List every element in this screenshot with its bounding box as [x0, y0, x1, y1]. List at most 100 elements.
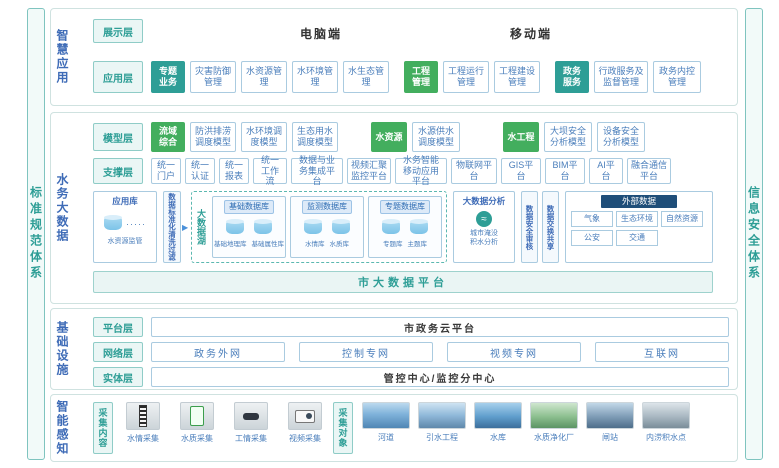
app-store-body: ·····	[94, 215, 156, 230]
network-row: 政务外网 控制专网 视频专网 互联网	[151, 342, 729, 362]
lake-caption: 主题库	[407, 241, 428, 248]
sensor-video: 视频采集	[283, 402, 327, 444]
collect-objects-label: 采集对象	[333, 402, 353, 454]
sensor-water-level: 水情采集	[121, 402, 165, 444]
section-smart-app: 智慧应用 展示层 电脑端 移动端 应用层 专题业务 灾害防御管理 水资源管理 水…	[50, 8, 738, 106]
external-data-title: 外部数据	[601, 195, 677, 208]
external-item: 公安	[571, 230, 613, 246]
sensor-device-icon	[243, 412, 259, 420]
section-big-data: 水务大数据 模型层 流域综合 防洪排涝调度模型 水环境调度模型 生态用水调度模型…	[50, 112, 738, 304]
support-item: GIS平台	[501, 158, 541, 184]
object-diversion: 引水工程	[417, 402, 467, 443]
lake-group-cylinders	[382, 219, 428, 234]
section-smart-app-title: 智慧应用	[55, 29, 69, 85]
app-store-title: 应用库	[112, 196, 138, 206]
entity-layer-label: 实体层	[93, 367, 143, 387]
camera-icon	[295, 409, 315, 423]
sensor-photo	[288, 402, 322, 430]
object-river: 河道	[361, 402, 411, 443]
water-gauge-icon	[139, 405, 147, 427]
object-gate: 闸站	[585, 402, 635, 443]
app-lead-engineering: 工程管理	[404, 61, 438, 93]
collect-objects-row: 河道 引水工程 水库 水质净化厂 闸站 内涝积水点	[361, 402, 691, 443]
lake-group-title: 专题数据库	[380, 200, 430, 214]
database-cylinder-icon	[304, 219, 322, 234]
audit-label: 数据安全审核	[525, 204, 534, 250]
support-item: BIM平台	[545, 158, 585, 184]
app-layer-label: 应用层	[93, 61, 143, 93]
sensor-photo	[126, 402, 160, 430]
sensor-caption: 水情采集	[127, 434, 159, 443]
data-lake-box: 大数据湖 基础数据库 基础地理库 基础属性库 监测数据库	[191, 191, 447, 263]
model-item: 设备安全分析模型	[597, 122, 645, 152]
model-layer-row: 流域综合 防洪排涝调度模型 水环境调度模型 生态用水调度模型 水资源 水源供水调…	[151, 122, 645, 152]
support-item: 统一工作流	[253, 155, 287, 186]
lake-group-title: 基础数据库	[224, 200, 274, 214]
sensor-caption: 视频采集	[289, 434, 321, 443]
display-pc-label: 电脑端	[299, 27, 342, 41]
pillar-security-label: 信息安全体系	[746, 186, 761, 282]
sensor-photo	[180, 402, 214, 430]
lake-caption: 水情库	[305, 241, 325, 248]
app-store-caption: 水资源监管	[107, 238, 143, 245]
data-lake-label: 大数据湖	[196, 209, 206, 245]
support-item: AI平台	[589, 158, 623, 184]
platform-layer-label: 平台层	[93, 317, 143, 337]
database-cylinder-icon	[382, 219, 400, 234]
flow-arrow-icon: ▶	[182, 223, 189, 232]
display-mobile-label: 移动端	[509, 27, 552, 41]
model-item: 水环境调度模型	[241, 122, 287, 152]
model-item: 生态用水调度模型	[292, 122, 338, 152]
diversion-photo	[418, 402, 466, 429]
cleanse-label: 数据标准化清洗过滤	[167, 193, 177, 261]
lake-group-captions: 水情库 水质库	[305, 238, 349, 248]
collect-content-row: 水情采集 水质采集 工情采集 视频采集	[121, 402, 327, 444]
object-reservoir: 水库	[473, 402, 523, 443]
support-item: 统一认证	[185, 158, 215, 184]
sensor-caption: 工情采集	[235, 434, 267, 443]
app-item: 水生态管理	[343, 61, 389, 93]
database-cylinder-icon	[410, 219, 428, 234]
section-big-data-title: 水务大数据	[55, 173, 69, 243]
external-data-box: 外部数据 气象 生态环境 自然资源 公安 交通	[565, 191, 713, 263]
object-caption: 河道	[378, 433, 394, 442]
collect-objects-text: 采集对象	[337, 408, 348, 448]
model-item: 水源供水调度模型	[412, 122, 460, 152]
model-lead-basin: 流域综合	[151, 122, 185, 152]
section-infra-title: 基础设施	[55, 321, 69, 377]
ellipsis-dots: ·····	[126, 218, 146, 229]
display-layer-label: 展示层	[93, 19, 143, 43]
app-item: 水环境管理	[292, 61, 338, 93]
collect-content-text: 采集内容	[97, 408, 108, 448]
object-caption: 水库	[490, 433, 506, 442]
lake-group-captions: 基础地理库 基础属性库	[214, 238, 284, 248]
support-layer-label: 支撑层	[93, 158, 143, 184]
support-item: 融合通信平台	[627, 158, 671, 184]
network-layer-label: 网络层	[93, 342, 143, 362]
lake-group-cylinders	[304, 219, 350, 234]
lake-group-title: 监测数据库	[302, 200, 352, 214]
app-item: 工程运行管理	[443, 61, 489, 93]
app-store-box: 应用库 ····· 水资源监管	[93, 191, 157, 263]
lake-group-basic: 基础数据库 基础地理库 基础属性库	[212, 196, 286, 258]
sensor-water-quality: 水质采集	[175, 402, 219, 444]
section-infra: 基础设施 平台层 市政务云平台 网络层 政务外网 控制专网 视频专网 互联网 实…	[50, 308, 738, 390]
app-item: 行政服务及监督管理	[594, 61, 648, 93]
app-layer-row: 专题业务 灾害防御管理 水资源管理 水环境管理 水生态管理 工程管理 工程运行管…	[151, 61, 701, 93]
gate-photo	[586, 402, 634, 429]
lake-caption: 基础地理库	[214, 241, 247, 248]
purification-photo	[530, 402, 578, 429]
database-cylinder-icon	[254, 219, 272, 234]
object-waterlogging: 内涝积水点	[641, 402, 691, 443]
lake-group-monitor: 监测数据库 水情库 水质库	[290, 196, 364, 258]
collect-content-label: 采集内容	[93, 402, 113, 454]
exchange-label: 数据交换共享	[546, 204, 555, 250]
model-item: 防洪排涝调度模型	[190, 122, 236, 152]
support-item: 物联网平台	[451, 158, 497, 184]
support-item: 水务智能移动应用平台	[395, 155, 447, 186]
lake-group-captions: 专题库 主题库	[383, 238, 427, 248]
waterlogging-photo	[642, 402, 690, 429]
network-item: 视频专网	[447, 342, 581, 362]
reservoir-photo	[474, 402, 522, 429]
lake-caption: 水质库	[329, 241, 350, 248]
